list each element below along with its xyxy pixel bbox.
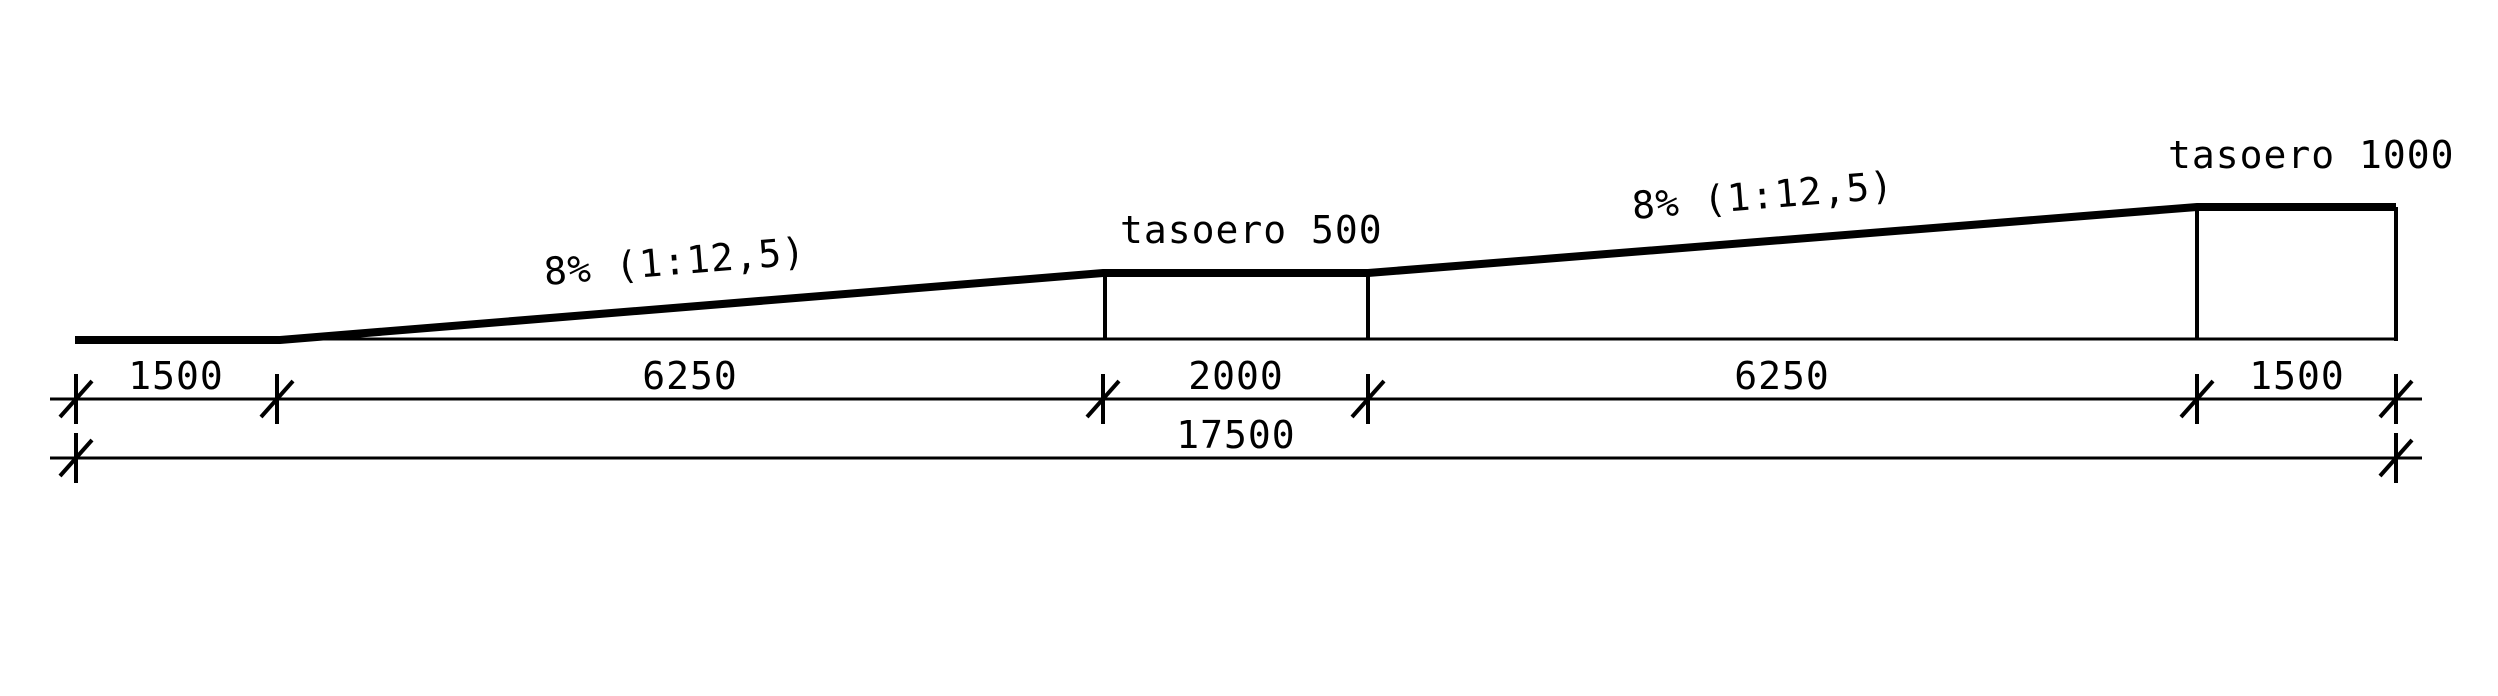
dimension-overall: 17500 [50,413,2422,483]
ramp-profile-line [75,203,2396,344]
dimension-label-seg-3: 2000 [1188,354,1284,398]
dimension-label-seg-5: 1500 [2249,354,2345,398]
slope-label-left: 8% (1:12,5) [542,229,807,294]
dimension-tick [1350,374,1386,424]
dimension-label-seg-4: 6250 [1734,354,1830,398]
dimension-tick [1085,374,1121,424]
slope-label-right: 8% (1:12,5) [1630,163,1895,228]
landing-label-top: tasoero 1000 [2168,133,2455,177]
dimension-chain: 1500 6250 2000 6250 1500 [50,354,2422,424]
dimension-label-seg-1: 1500 [128,354,224,398]
dimension-tick [2179,374,2215,424]
dimension-tick [58,433,94,483]
dimension-label-seg-2: 6250 [642,354,738,398]
dimension-tick [58,374,94,424]
dimension-label-overall: 17500 [1176,413,1295,457]
dimension-tick [2378,374,2414,424]
landing-label-mid: tasoero 500 [1120,208,1383,252]
dimension-tick [259,374,295,424]
dimension-tick [2378,433,2414,483]
